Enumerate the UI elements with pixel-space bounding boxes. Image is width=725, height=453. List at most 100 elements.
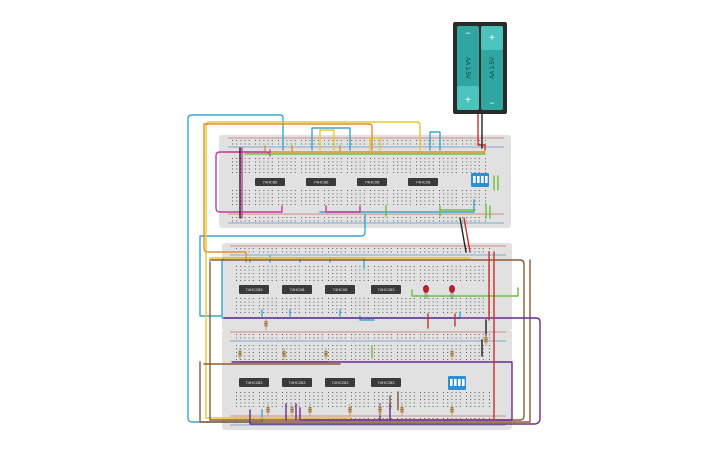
breadboard-hole[interactable]	[443, 392, 444, 393]
breadboard-hole[interactable]	[455, 305, 457, 306]
breadboard-hole[interactable]	[413, 269, 415, 271]
breadboard-hole[interactable]	[255, 172, 256, 173]
breadboard-hole[interactable]	[328, 334, 329, 335]
resistor[interactable]	[290, 404, 294, 416]
breadboard-hole[interactable]	[462, 193, 463, 195]
breadboard-hole[interactable]	[336, 168, 338, 170]
breadboard-hole[interactable]	[271, 406, 273, 407]
breadboard-hole[interactable]	[248, 172, 250, 173]
breadboard-hole[interactable]	[328, 312, 329, 313]
breadboard-hole[interactable]	[240, 248, 242, 249]
breadboard-hole[interactable]	[443, 204, 445, 205]
breadboard-hole[interactable]	[248, 352, 250, 353]
breadboard-hole[interactable]	[466, 217, 468, 218]
breadboard-hole[interactable]	[409, 204, 411, 205]
breadboard-hole[interactable]	[401, 220, 403, 222]
breadboard-hole[interactable]	[290, 392, 292, 393]
breadboard-hole[interactable]	[455, 298, 457, 299]
breadboard-hole[interactable]	[355, 269, 357, 271]
breadboard-hole[interactable]	[321, 248, 323, 249]
breadboard-hole[interactable]	[378, 334, 380, 335]
breadboard-hole[interactable]	[286, 395, 288, 397]
breadboard-hole[interactable]	[344, 334, 346, 335]
breadboard-hole[interactable]	[286, 348, 288, 350]
breadboard-hole[interactable]	[436, 298, 438, 299]
breadboard-hole[interactable]	[428, 140, 430, 141]
breadboard-hole[interactable]	[351, 352, 352, 353]
breadboard-hole[interactable]	[459, 248, 461, 249]
breadboard-hole[interactable]	[236, 158, 238, 159]
breadboard-hole[interactable]	[459, 305, 461, 306]
breadboard-hole[interactable]	[397, 273, 398, 274]
breadboard-hole[interactable]	[248, 312, 250, 313]
breadboard-hole[interactable]	[271, 301, 273, 303]
breadboard-hole[interactable]	[451, 204, 453, 205]
breadboard-hole[interactable]	[332, 345, 334, 346]
breadboard-hole[interactable]	[267, 161, 269, 163]
breadboard-hole[interactable]	[290, 172, 292, 173]
breadboard-hole[interactable]	[267, 197, 269, 198]
breadboard-hole[interactable]	[409, 172, 411, 173]
ic-chip[interactable]: 74HC08	[408, 178, 438, 186]
breadboard-hole[interactable]	[397, 172, 399, 173]
breadboard-hole[interactable]	[436, 308, 438, 310]
breadboard-hole[interactable]	[290, 308, 292, 310]
breadboard-hole[interactable]	[298, 251, 300, 253]
breadboard-hole[interactable]	[405, 193, 407, 195]
breadboard-hole[interactable]	[271, 143, 273, 145]
breadboard-hole[interactable]	[267, 168, 269, 170]
breadboard-hole[interactable]	[436, 355, 438, 357]
breadboard-hole[interactable]	[485, 161, 486, 163]
breadboard-hole[interactable]	[347, 190, 348, 191]
breadboard-hole[interactable]	[259, 301, 260, 303]
breadboard-hole[interactable]	[313, 168, 315, 170]
breadboard-hole[interactable]	[282, 165, 284, 166]
breadboard-hole[interactable]	[432, 266, 434, 267]
breadboard-hole[interactable]	[286, 273, 288, 274]
breadboard-hole[interactable]	[462, 168, 463, 170]
breadboard-hole[interactable]	[317, 352, 319, 353]
breadboard-hole[interactable]	[328, 172, 330, 173]
breadboard-hole[interactable]	[340, 197, 342, 198]
breadboard-hole[interactable]	[347, 161, 348, 163]
breadboard-hole[interactable]	[428, 280, 430, 281]
led-red[interactable]	[423, 285, 429, 299]
breadboard-hole[interactable]	[378, 168, 380, 170]
breadboard-hole[interactable]	[489, 348, 490, 350]
breadboard-hole[interactable]	[424, 140, 426, 141]
breadboard-hole[interactable]	[263, 273, 265, 274]
breadboard-hole[interactable]	[248, 399, 250, 400]
breadboard-hole[interactable]	[478, 345, 480, 346]
breadboard-hole[interactable]	[382, 172, 384, 173]
breadboard-hole[interactable]	[236, 399, 237, 400]
breadboard-hole[interactable]	[294, 355, 296, 357]
breadboard-hole[interactable]	[443, 200, 445, 202]
breadboard-hole[interactable]	[294, 217, 296, 218]
breadboard-hole[interactable]	[313, 402, 315, 404]
breadboard-hole[interactable]	[340, 220, 342, 222]
breadboard-hole[interactable]	[305, 345, 306, 346]
breadboard-hole[interactable]	[459, 334, 461, 335]
breadboard-hole[interactable]	[309, 165, 311, 166]
breadboard-hole[interactable]	[290, 269, 292, 271]
wire-yellow[interactable]	[319, 129, 335, 151]
breadboard-hole[interactable]	[459, 301, 461, 303]
breadboard-hole[interactable]	[236, 308, 237, 310]
breadboard-hole[interactable]	[282, 392, 283, 393]
breadboard-hole[interactable]	[309, 200, 311, 202]
breadboard-hole[interactable]	[309, 193, 311, 195]
breadboard-hole[interactable]	[401, 305, 403, 306]
breadboard-hole[interactable]	[443, 334, 444, 335]
breadboard-hole[interactable]	[455, 352, 457, 353]
breadboard-hole[interactable]	[298, 392, 300, 393]
breadboard-hole[interactable]	[332, 200, 334, 202]
breadboard-hole[interactable]	[374, 305, 375, 306]
breadboard-hole[interactable]	[294, 402, 296, 404]
breadboard-hole[interactable]	[240, 312, 242, 313]
breadboard-hole[interactable]	[259, 395, 260, 397]
breadboard-hole[interactable]	[317, 395, 319, 397]
breadboard-hole[interactable]	[478, 359, 480, 360]
breadboard-hole[interactable]	[474, 140, 476, 141]
breadboard-hole[interactable]	[259, 355, 260, 357]
wire-cyan[interactable]	[429, 131, 441, 151]
